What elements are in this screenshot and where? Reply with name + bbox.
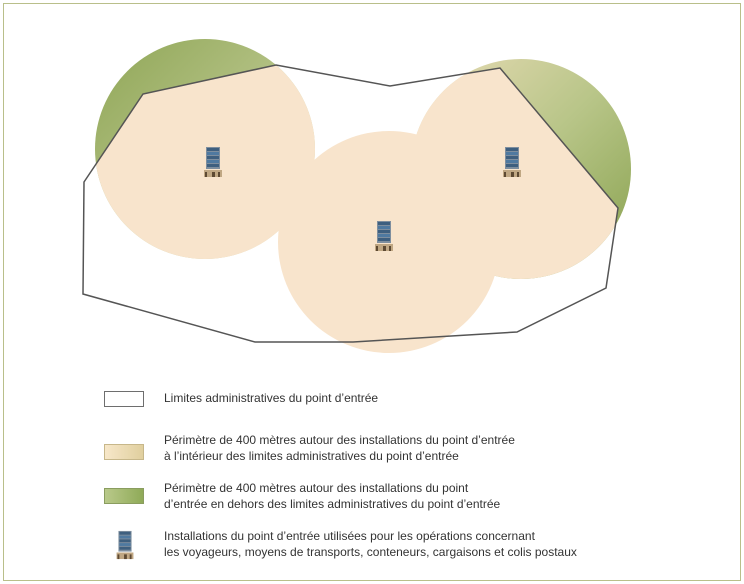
legend-label-inside: Périmètre de 400 mètres autour des insta… — [164, 432, 515, 464]
legend-line: Périmètre de 400 mètres autour des insta… — [164, 433, 515, 447]
building-icon — [503, 147, 521, 177]
building-icon — [375, 221, 393, 251]
building-icon — [204, 147, 222, 177]
building-icon — [116, 530, 134, 560]
perimeter-diagram — [82, 39, 631, 353]
legend-label-boundary: Limites administratives du point d’entré… — [164, 390, 378, 406]
legend-line: Périmètre de 400 mètres autour des insta… — [164, 481, 469, 495]
outside-perimeter-swatch — [104, 488, 144, 504]
legend-line: Installations du point d’entrée utilisée… — [164, 529, 535, 543]
legend-line: à l’intérieur des limites administrative… — [164, 449, 459, 463]
administrative-boundary — [82, 64, 619, 343]
figure-frame: Limites administratives du point d’entré… — [3, 3, 741, 581]
legend-label-facility: Installations du point d’entrée utilisée… — [164, 528, 577, 560]
perimeter-circle-left — [95, 39, 315, 259]
inside-perimeter-swatch — [104, 444, 144, 460]
boundary-swatch — [104, 391, 144, 407]
legend-line: les voyageurs, moyens de transports, con… — [164, 545, 577, 559]
legend-line: d’entrée en dehors des limites administr… — [164, 497, 501, 511]
legend-label-outside: Périmètre de 400 mètres autour des insta… — [164, 480, 500, 512]
legend-line: Limites administratives du point d’entré… — [164, 391, 379, 405]
